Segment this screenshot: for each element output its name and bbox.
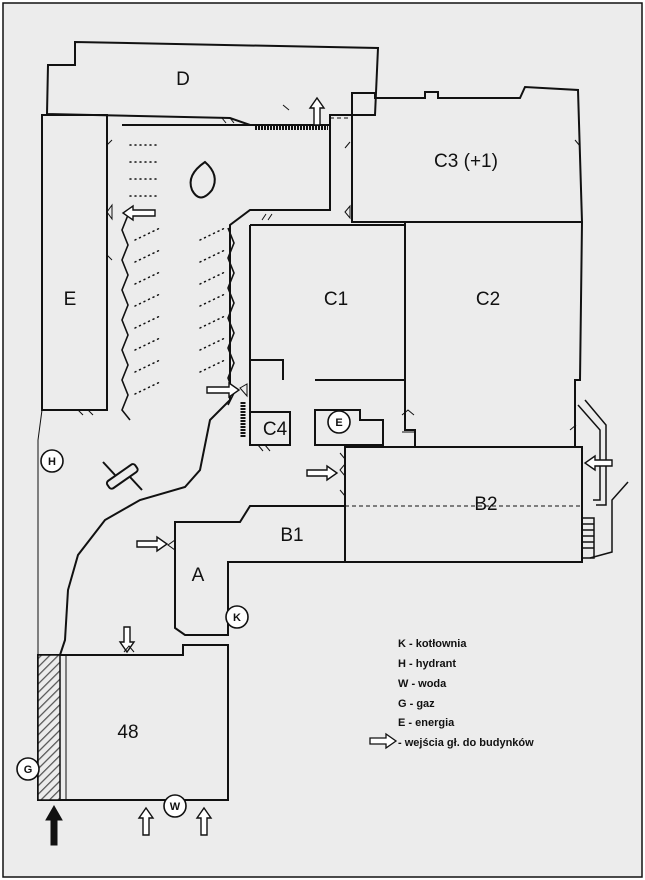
parking-row — [199, 337, 226, 351]
door-symbol — [167, 539, 176, 551]
door-symbol — [77, 409, 94, 416]
roundabout-island — [189, 160, 216, 199]
svg-text:K: K — [233, 612, 241, 624]
legend-item-g: G - gaz — [398, 698, 435, 710]
entrance-arrow — [137, 806, 155, 836]
entrance-arrow — [308, 96, 326, 126]
barrier-gate — [102, 461, 143, 491]
parking-row — [134, 249, 161, 263]
parking-row — [199, 271, 226, 285]
door-symbol — [344, 204, 351, 220]
door-symbol — [401, 409, 415, 433]
building-c3-label: C3 (+1) — [434, 151, 498, 172]
building-c4-outline — [249, 360, 291, 446]
entrance-arrow — [195, 806, 213, 836]
entrance-arrow — [206, 381, 241, 399]
hatched-zone — [37, 654, 61, 801]
parking-row — [134, 271, 161, 285]
marker-woda: W — [163, 794, 187, 818]
building-c1-label: C1 — [324, 289, 348, 310]
building-b2-label: B2 — [474, 494, 497, 515]
main-gate-arrow — [45, 804, 63, 846]
building-c1-west-wall — [249, 225, 284, 380]
marker-gaz: G — [16, 757, 40, 781]
building-e-label: E — [64, 289, 77, 310]
door-symbol — [282, 104, 290, 111]
parking-row — [199, 359, 226, 373]
svg-text:W: W — [170, 801, 181, 813]
parking-row — [134, 381, 161, 395]
entrance-arrow — [121, 204, 156, 222]
legend-item-h: H - hydrant — [398, 658, 456, 670]
parking-row — [134, 227, 161, 241]
door-symbol — [574, 139, 581, 147]
entrance-arrow — [118, 626, 136, 654]
parking-row — [199, 227, 226, 241]
door-symbol — [257, 444, 271, 452]
door-symbol — [221, 117, 235, 124]
door-symbol — [106, 203, 113, 221]
building-d-label: D — [176, 69, 190, 90]
door-symbol — [123, 645, 135, 653]
building-48-label: 48 — [117, 722, 138, 743]
entrance-arrow — [136, 535, 169, 553]
svg-text:H: H — [48, 456, 56, 468]
parking-row — [134, 359, 161, 373]
entrance-arrow — [583, 454, 613, 472]
door-symbol — [261, 213, 273, 221]
door-symbol — [339, 489, 346, 497]
building-a-label: A — [192, 565, 205, 586]
parking-zigzag-west — [121, 214, 131, 421]
parking-row — [134, 293, 161, 307]
marker-kotlownia: K — [225, 605, 249, 629]
entrance-arrow — [306, 464, 339, 482]
parking-row — [199, 249, 226, 263]
legend-item-entrance: - wejścia gł. do budynków — [398, 737, 534, 749]
building-b1-label: B1 — [280, 525, 303, 546]
door-symbol — [106, 254, 113, 261]
parking-row — [199, 315, 226, 329]
building-c4-label: C4 — [263, 419, 288, 440]
legend-item-e: E - energia — [398, 717, 455, 729]
svg-text:E: E — [335, 417, 342, 429]
building-e-outline — [41, 114, 108, 411]
door-symbol — [344, 141, 351, 149]
building-b1-outline — [174, 505, 346, 636]
parking-row — [134, 337, 161, 351]
site-boundary — [37, 409, 43, 655]
legend-item-w: W - woda — [398, 678, 447, 690]
parking-zigzag-east — [227, 227, 235, 406]
door-symbol — [106, 139, 113, 146]
legend-arrow-icon — [369, 732, 398, 750]
parking-row — [134, 315, 161, 329]
door-symbol — [339, 462, 346, 478]
door-symbol — [239, 383, 248, 398]
marker-energia: E — [327, 410, 351, 434]
door-symbol — [339, 452, 346, 460]
svg-text:G: G — [24, 764, 33, 776]
building-c1-outline — [250, 224, 406, 381]
courtyard-outline — [59, 124, 331, 656]
legend-item-k: K - kotłownia — [398, 638, 467, 650]
building-c4-core — [314, 409, 384, 446]
door-symbol — [569, 424, 577, 431]
building-c2-label: C2 — [476, 289, 500, 310]
marker-hydrant: H — [40, 449, 64, 473]
legend: K - kotłownia H - hydrant W - woda G - g… — [369, 638, 534, 750]
parking-row — [199, 293, 226, 307]
